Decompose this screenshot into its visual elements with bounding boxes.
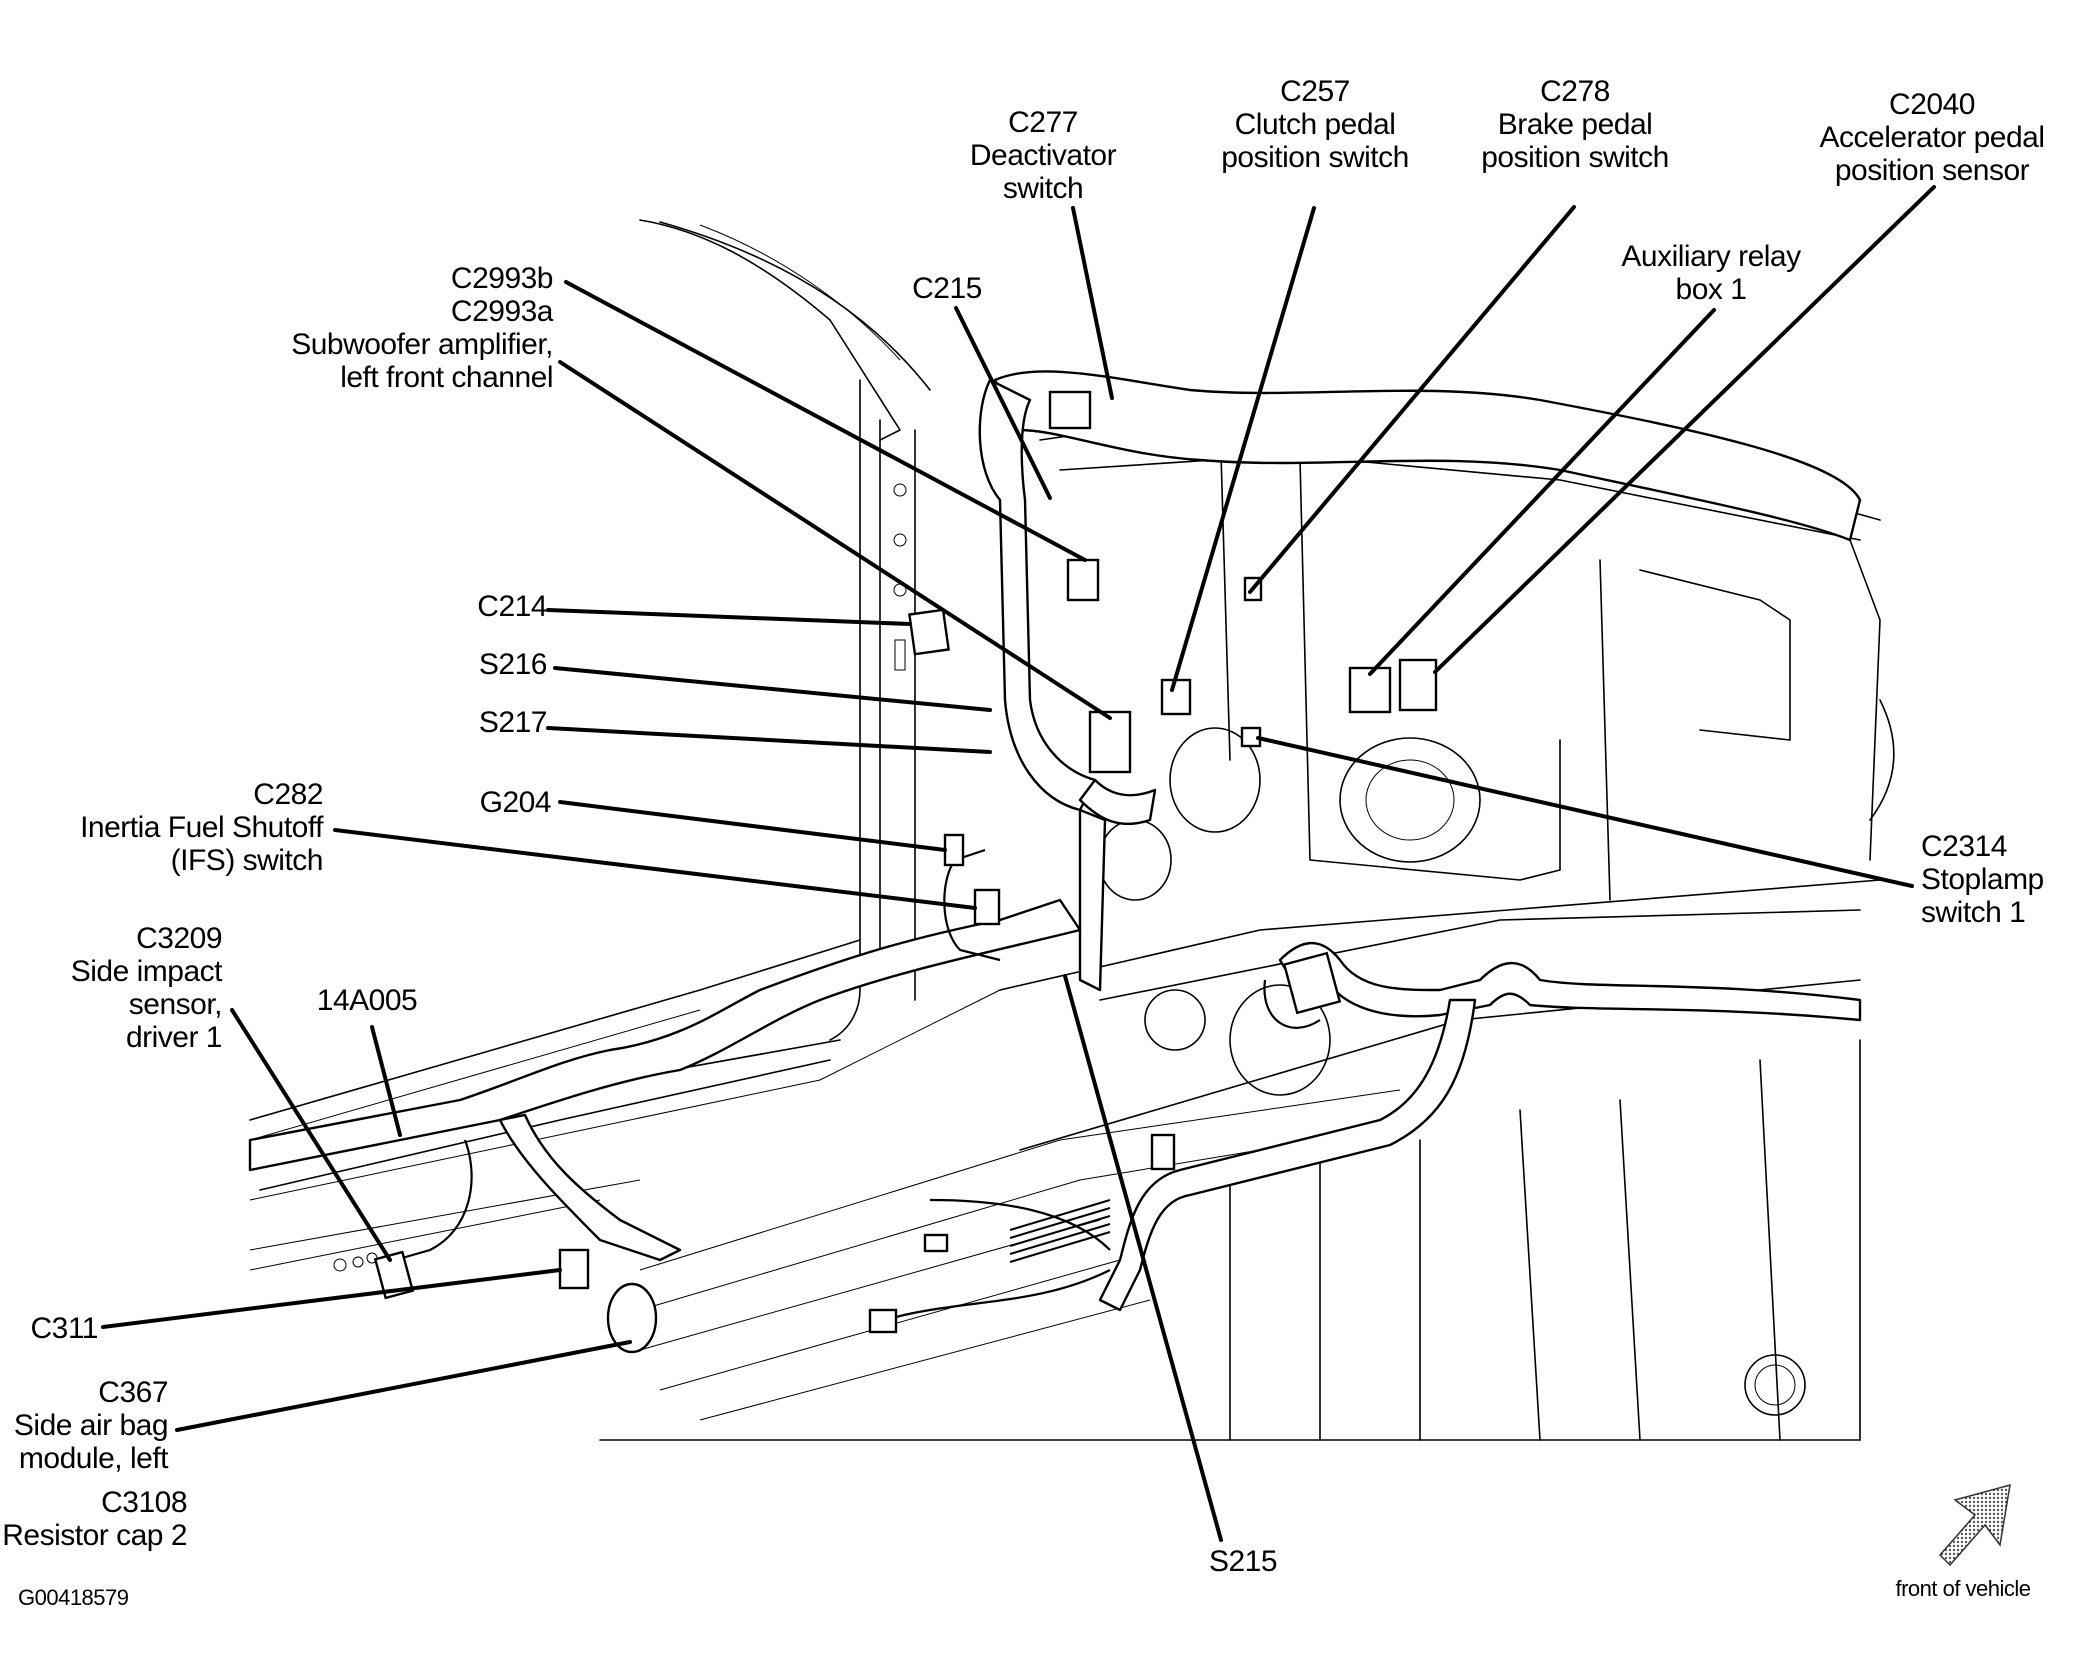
leader-c257	[1170, 206, 1316, 692]
leader-lines	[101, 185, 1936, 1542]
connector-c277	[1048, 390, 1092, 430]
leader-c367	[175, 1340, 632, 1432]
callout-c2040: C2040 Accelerator pedal position sensor	[1819, 88, 2045, 187]
leader-s217	[546, 726, 992, 754]
callout-c278: C278 Brake pedal position switch	[1481, 75, 1669, 174]
connector-c3108	[868, 1308, 898, 1334]
callout-s217: S217	[478, 706, 548, 739]
figure-id: G00418579	[18, 1585, 129, 1610]
leader-c311	[101, 1268, 562, 1329]
connector-c257	[1160, 678, 1192, 716]
callout-s215: S215	[1208, 1545, 1278, 1578]
leader-aux-relay	[1368, 308, 1716, 676]
callout-c3108: C3108 Resistor cap 2	[2, 1486, 187, 1552]
leader-g204	[558, 800, 947, 852]
connector-c2993a	[1088, 710, 1132, 774]
callout-c2314: C2314 Stoplamp switch 1	[1921, 830, 2044, 929]
connectors-art	[373, 390, 1438, 1354]
connector-g204	[943, 833, 965, 867]
connector-c2040	[1398, 658, 1438, 712]
leader-c277	[1071, 206, 1114, 400]
leader-c2993a	[558, 360, 1112, 720]
leader-s216	[553, 666, 992, 712]
callout-aux-relay: Auxiliary relay box 1	[1621, 240, 1801, 306]
leader-c215	[954, 306, 1052, 500]
leader-c3209	[230, 1008, 392, 1262]
connector-floor-2	[1150, 1133, 1176, 1171]
connector-c2993b	[1066, 558, 1100, 602]
connector-floor-1	[1282, 951, 1342, 1015]
connector-c214	[908, 608, 950, 656]
callout-c3209: C3209 Side impact sensor, driver 1	[70, 922, 223, 1054]
callout-g204: G204	[479, 786, 552, 819]
leader-c282	[333, 828, 977, 910]
callout-c277: C277 Deactivator switch	[969, 106, 1117, 205]
callout-s216: S216	[478, 648, 548, 681]
leader-c278	[1248, 205, 1576, 594]
callout-c214: C214	[477, 590, 547, 623]
leader-c2314	[1256, 736, 1914, 888]
connector-floor-3	[923, 1233, 949, 1253]
callout-c257: C257 Clutch pedal position switch	[1221, 75, 1409, 174]
leader-c2040	[1433, 185, 1936, 674]
callout-c2993: C2993b C2993a Subwoofer amplifier, left …	[291, 262, 553, 394]
callout-c311: C311	[30, 1312, 99, 1345]
leader-c214	[546, 608, 912, 626]
callout-c282: C282 Inertia Fuel Shutoff (IFS) switch	[80, 778, 323, 877]
connector-c367	[606, 1282, 658, 1354]
leader-14a005	[370, 1025, 402, 1137]
callout-14a005: 14A005	[316, 984, 418, 1017]
connector-c311	[558, 1248, 590, 1290]
leader-c2993b	[564, 280, 1087, 562]
front-of-vehicle-arrow-icon	[1938, 1483, 2011, 1567]
wiring-harness-art	[248, 370, 1862, 1331]
leader-s215	[1063, 974, 1223, 1542]
callout-c215: C215	[912, 272, 982, 305]
front-of-vehicle-label: front of vehicle	[1895, 1576, 2031, 1601]
callout-c367: C367 Side air bag module, left	[13, 1376, 169, 1475]
connector-c282	[973, 888, 1001, 926]
